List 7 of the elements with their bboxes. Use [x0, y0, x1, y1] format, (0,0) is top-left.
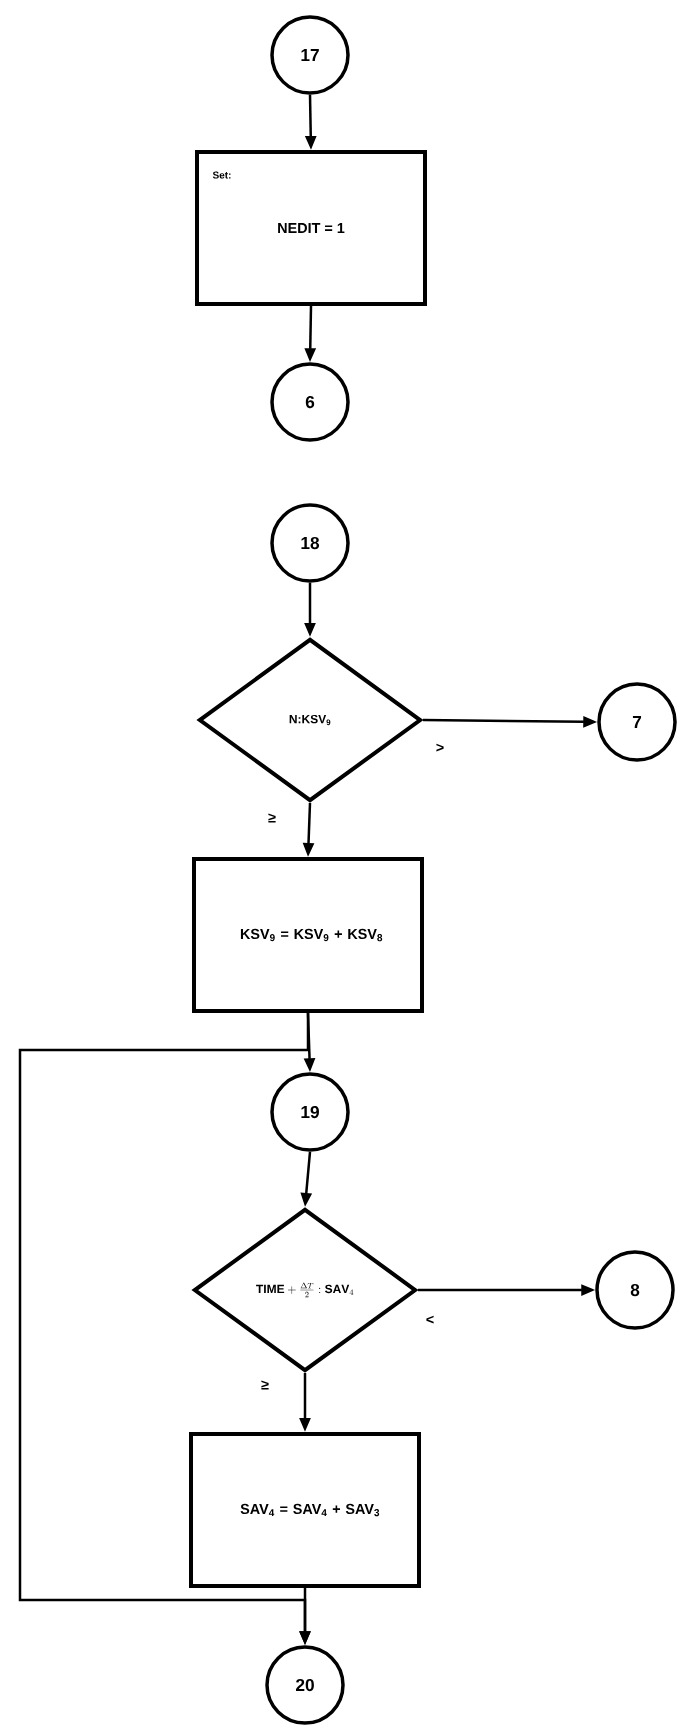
edge-label: >	[434, 742, 446, 754]
process-box: SAV$_{4}$ = SAV$_{4}$ + SAV$_{3}$	[189, 1432, 421, 1588]
process-box: Set: NEDIT = 1	[195, 150, 427, 306]
edge-label: <	[424, 1314, 436, 1326]
edge-label: ≥	[260, 1379, 270, 1391]
edge-label: ≥	[267, 812, 277, 824]
process-box: KSV$_{9}$ = KSV$_{9}$ + KSV$_{8}$	[192, 857, 424, 1013]
